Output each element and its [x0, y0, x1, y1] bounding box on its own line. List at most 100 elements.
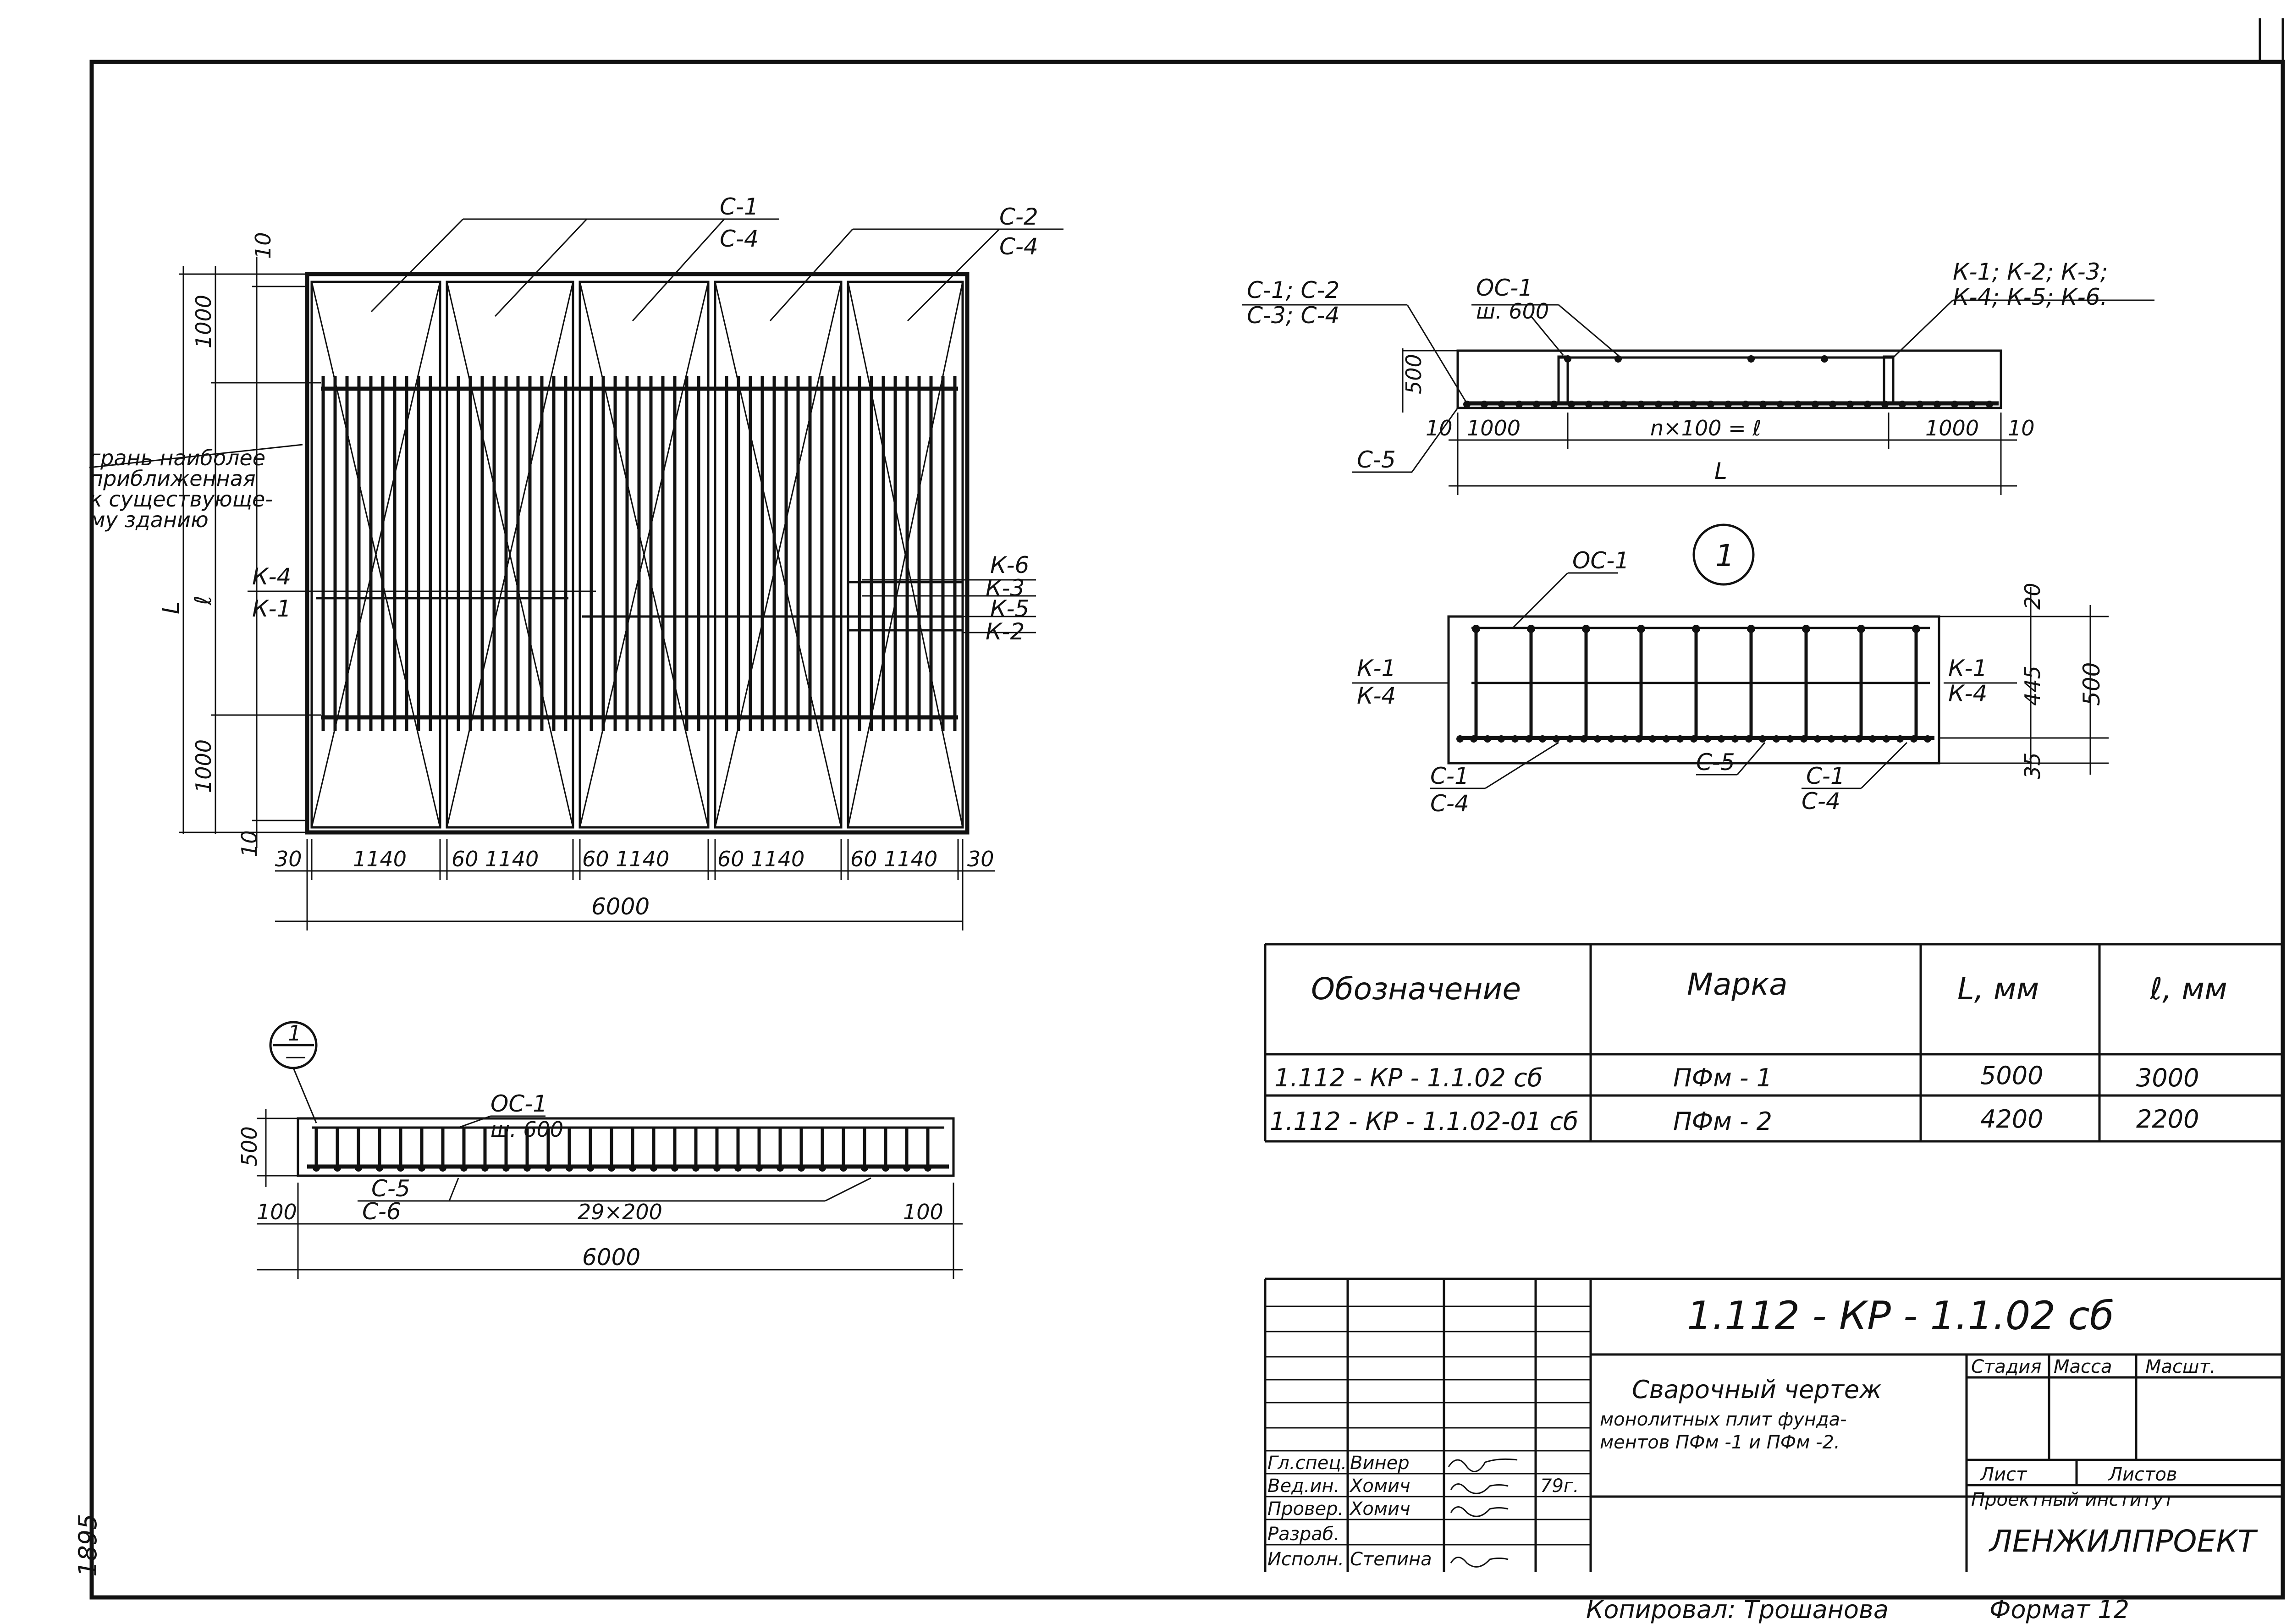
- title-year: 79г.: [1540, 1475, 1579, 1497]
- side-dim-1000-right: 1000: [1925, 416, 1979, 440]
- rebar-dot: [587, 1164, 594, 1172]
- rebar-dot: [1924, 735, 1931, 743]
- rebar-dot: [1635, 735, 1642, 743]
- rebar-dot: [1857, 625, 1865, 633]
- signature-marks: [1448, 1458, 1518, 1568]
- rebar-dot: [1527, 625, 1535, 633]
- rebar-dot: [671, 1164, 678, 1172]
- spec-row2-l: 2200: [2136, 1105, 2199, 1134]
- rebar-dot: [1864, 401, 1871, 408]
- rebar-dot: [840, 1164, 847, 1172]
- side-c5: С-5: [1357, 446, 1396, 473]
- rebar-dot: [1568, 401, 1575, 408]
- rebar-dot: [629, 1164, 636, 1172]
- plan-note: грань наиболее приближенная к существующ…: [89, 444, 303, 532]
- rebar-dot: [1663, 735, 1670, 743]
- rebar-dot: [1742, 401, 1749, 408]
- rebar-dot: [1515, 401, 1523, 408]
- plan-bottom-dim-30-left: 30: [275, 847, 302, 871]
- rebar-dot: [1934, 401, 1941, 408]
- side-dim-10-left: 10: [1426, 416, 1453, 440]
- rebar-dot: [1672, 401, 1680, 408]
- elevation-c5: С-5: [371, 1175, 410, 1202]
- rebar-dot: [523, 1164, 531, 1172]
- rebar-dot: [1725, 401, 1732, 408]
- section-1-oc: ОС-1: [1572, 547, 1629, 574]
- spec-row1-L: 5000: [1980, 1061, 2043, 1090]
- rebar-dot: [1855, 735, 1862, 743]
- rebar-dot: [1821, 355, 1828, 363]
- rebar-dot: [1498, 401, 1505, 408]
- rebar-dot: [1759, 735, 1766, 743]
- spec-row2-mark: ПФм - 2: [1673, 1107, 1772, 1136]
- plan-dim-bottom-1000: 1000: [191, 739, 216, 793]
- plan-bottom-dim-30-right: 30: [967, 847, 994, 871]
- elevation-overall: 6000: [582, 1244, 640, 1271]
- rebar-dot: [1566, 735, 1574, 743]
- rebar-dot: [882, 1164, 889, 1172]
- plan-note-line-1: грань наиболее: [89, 446, 265, 470]
- rebar-dot: [1539, 735, 1546, 743]
- rebar-dot: [502, 1164, 510, 1172]
- rebar-dot: [1690, 735, 1697, 743]
- elevation-dim-middle: 29×200: [578, 1200, 662, 1224]
- rebar-dot: [1707, 401, 1714, 408]
- rebar-dot: [1829, 401, 1836, 408]
- section-1-dim-mid: 445: [2020, 666, 2045, 706]
- section-1-bottom-c5: С-5: [1696, 749, 1735, 776]
- rebar-dot: [439, 1164, 446, 1172]
- spec-row2-L: 4200: [1980, 1105, 2043, 1134]
- plan-bottom-dim-4: 60 1140: [717, 847, 804, 871]
- rebar-dot: [819, 1164, 826, 1172]
- elevation-c6: С-6: [362, 1198, 401, 1225]
- title-name-2: Хомич: [1349, 1475, 1410, 1497]
- section-1-right-k1: К-1: [1948, 655, 1987, 682]
- rebar-dot: [1525, 735, 1532, 743]
- title-name-1: Винер: [1350, 1453, 1410, 1474]
- spec-table: Обозначение Марка L, мм ℓ, мм 1.112 - КР…: [1264, 943, 2283, 1143]
- elevation-marker-top: 1: [288, 1021, 301, 1046]
- rebar-dot: [1594, 735, 1601, 743]
- rebar-dot: [1481, 401, 1488, 408]
- title-role-4: Разраб.: [1267, 1524, 1339, 1545]
- side-left-bottom: С-3; С-4: [1247, 302, 1339, 329]
- plan-left-k1: К-1: [252, 595, 291, 622]
- rebar-dot: [1747, 625, 1755, 633]
- margin-number: 1895: [73, 1514, 102, 1577]
- rebar-dot: [1550, 401, 1558, 408]
- rebar-dot: [1718, 735, 1725, 743]
- spec-header-designation: Обозначение: [1311, 971, 1521, 1007]
- rebar-dot: [650, 1164, 657, 1172]
- rebar-dot: [798, 1164, 805, 1172]
- plan-note-line-2: приближенная: [89, 466, 256, 491]
- spec-row1-mark: ПФм - 1: [1673, 1063, 1772, 1092]
- rebar-dot: [755, 1164, 763, 1172]
- section-1: 1 ОС-1 К-1 К-4 К-1 К-4 20 445 35 500 С-1…: [1352, 523, 2109, 817]
- side-oc-bottom: ш. 600: [1476, 299, 1549, 324]
- plan-overall-6000: 6000: [591, 893, 650, 920]
- section-1-bottom-right-c1: С-1: [1806, 763, 1845, 789]
- plan-vertical-bars: [321, 376, 957, 731]
- rebar-dot: [1463, 401, 1471, 408]
- section-1-left-k4: К-4: [1357, 683, 1396, 709]
- side-dim-1000-left: 1000: [1467, 416, 1521, 440]
- rebar-dot: [1608, 735, 1615, 743]
- plan-dim-top-gap: 10: [251, 232, 275, 259]
- side-height: 500: [1401, 354, 1426, 394]
- rebar-dot: [1690, 401, 1697, 408]
- title-description-1: Сварочный чертеж: [1632, 1375, 1882, 1404]
- rebar-dot: [1731, 735, 1739, 743]
- rebar-dot: [1553, 735, 1560, 743]
- rebar-dot: [1582, 625, 1590, 633]
- title-sheet-label: Лист: [1979, 1464, 2028, 1485]
- title-role-3: Провер.: [1267, 1498, 1344, 1519]
- title-description-2: монолитных плит фунда-: [1600, 1409, 1847, 1430]
- section-1-right-k4: К-4: [1948, 680, 1987, 707]
- spec-header-L: L, мм: [1957, 971, 2039, 1007]
- side-k-bottom: К-4; К-5; К-6.: [1953, 284, 2107, 310]
- elevation-oc-top: ОС-1: [490, 1090, 547, 1117]
- plan-dim-L: L: [158, 601, 184, 614]
- rebar-dot: [1676, 735, 1684, 743]
- rebar-dot: [1637, 401, 1645, 408]
